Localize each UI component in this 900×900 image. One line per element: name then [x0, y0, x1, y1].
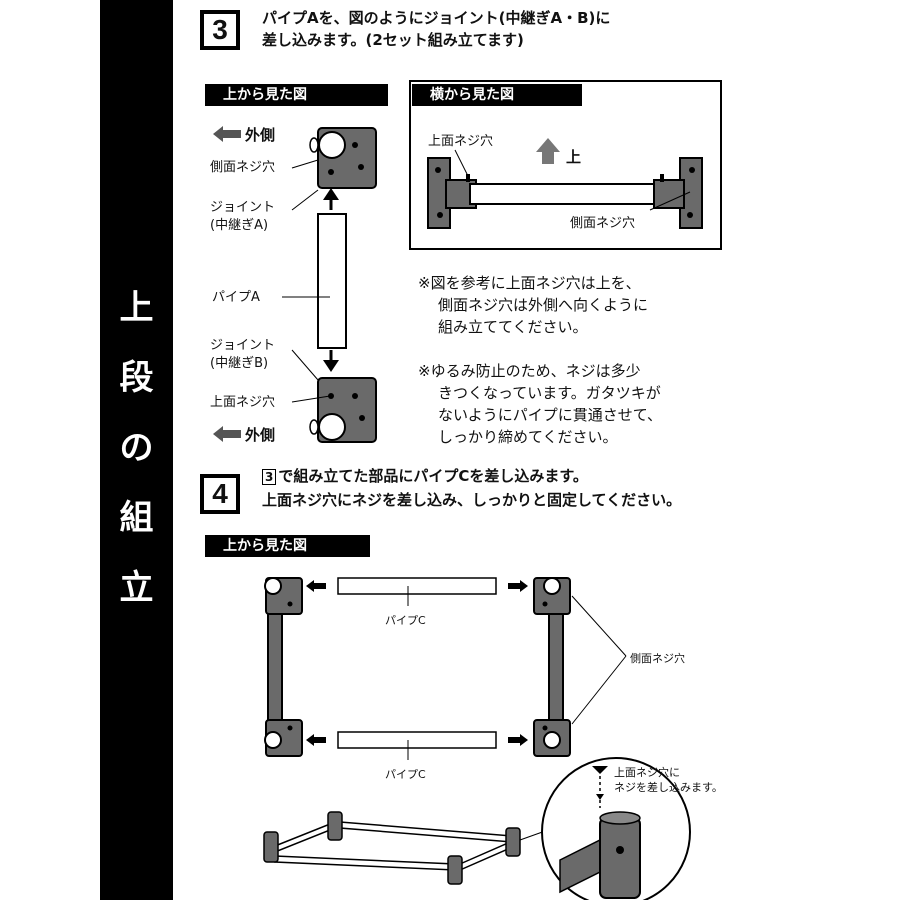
side-view-side-hole-label: 側面ネジ穴 [570, 216, 636, 231]
frame-perspective-graphic [263, 811, 521, 885]
note-2-line: ※ゆるみ防止のため、ネジは多少 [418, 362, 641, 380]
side-view-top-hole-label: 上面ネジ穴 [428, 134, 494, 149]
outer-label-top: 外側 [245, 126, 276, 144]
side-view-label: 横から見た図 [412, 84, 582, 106]
note-1-line: 側面ネジ穴は外側へ向くように [438, 296, 649, 314]
step-3-line1: パイプAを、図のようにジョイント(中継ぎA・B)に [262, 9, 611, 27]
note-2-line: ないようにパイプに貫通させて、 [438, 406, 662, 424]
pipe-a-label: パイプA [212, 290, 260, 305]
sidebar-char: 上 [119, 288, 154, 328]
pipe-c-bottom-label: パイプC [385, 768, 426, 781]
screw-detail-graphic [519, 757, 691, 900]
note-1-line: 組み立ててください。 [438, 318, 588, 336]
frame-top-view-graphic [264, 577, 627, 760]
note-1-line: ※図を参考に上面ネジ穴は上を、 [418, 274, 641, 292]
step-3-number: 3 [200, 10, 240, 50]
joint-a-sublabel: (中継ぎA) [210, 218, 269, 233]
sidebar-char: 立 [119, 568, 154, 608]
pipe-c-top-label: パイプC [385, 614, 426, 627]
sidebar-title-bar: 上 段 の 組 立 [100, 0, 173, 900]
top-hole-label: 上面ネジ穴 [210, 395, 276, 410]
joint-a-graphic [309, 127, 377, 189]
sidebar-char: 組 [119, 498, 154, 538]
outer-label-bottom: 外側 [245, 426, 276, 444]
joint-b-graphic [309, 377, 377, 443]
view4-label: 上から見た図 [205, 535, 370, 557]
step-4-line1-text: で組み立てた部品にパイプCを差し込みます。 [278, 467, 588, 485]
side-view-frame [409, 80, 722, 250]
side-view-graphic [427, 138, 703, 229]
note-2-line: きつくなっています。ガタツキが [438, 384, 661, 402]
note-2-line: しっかり締めてください。 [438, 428, 618, 446]
joint-a-label: ジョイント [210, 200, 276, 215]
step-3-line2: 差し込みます。(2セット組み立てます) [262, 31, 524, 49]
sidebar-char: 段 [119, 358, 154, 398]
step-4-number: 4 [200, 474, 240, 514]
step-ref-box: 3 [262, 469, 277, 485]
joint-b-sublabel: (中継ぎB) [210, 356, 269, 371]
step-4-line2: 上面ネジ穴にネジを差し込み、しっかりと固定してください。 [262, 491, 682, 509]
sidebar-char: の [119, 428, 154, 468]
up-label: 上 [566, 148, 582, 166]
top-view-label: 上から見た図 [205, 84, 388, 106]
callout-line1: 上面ネジ穴に [614, 766, 680, 779]
callout-line2: ネジを差し込みます。 [614, 781, 723, 794]
side-hole-label: 側面ネジ穴 [210, 160, 276, 175]
joint-b-label: ジョイント [210, 338, 276, 353]
pipe-a-graphic [317, 213, 347, 349]
view4-side-hole-label: 側面ネジ穴 [630, 652, 685, 665]
